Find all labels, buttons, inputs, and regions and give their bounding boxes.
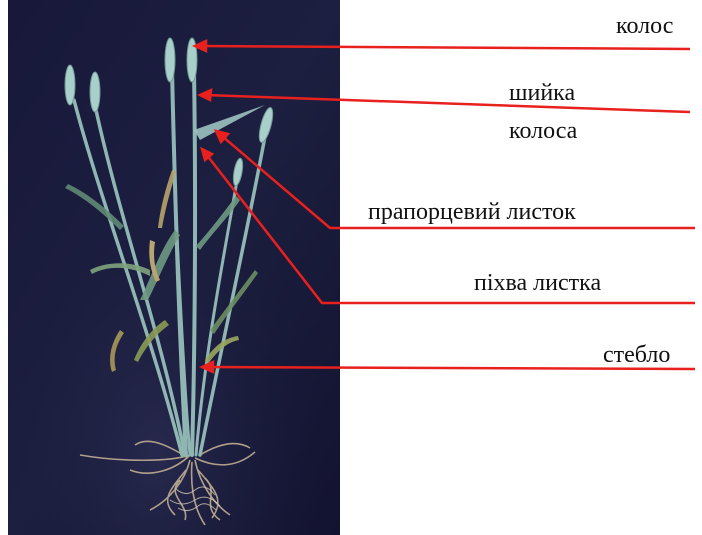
label-ear-neck-line2: колоса	[509, 119, 577, 143]
label-leaf-sheath: піхва листка	[474, 271, 601, 295]
label-flag-leaf: прапорцевий листок	[368, 200, 576, 224]
plant-photo	[8, 0, 340, 535]
label-ear-neck-line1: шийка	[509, 81, 575, 105]
label-ear: колос	[616, 14, 673, 38]
label-stem: стебло	[603, 343, 670, 367]
